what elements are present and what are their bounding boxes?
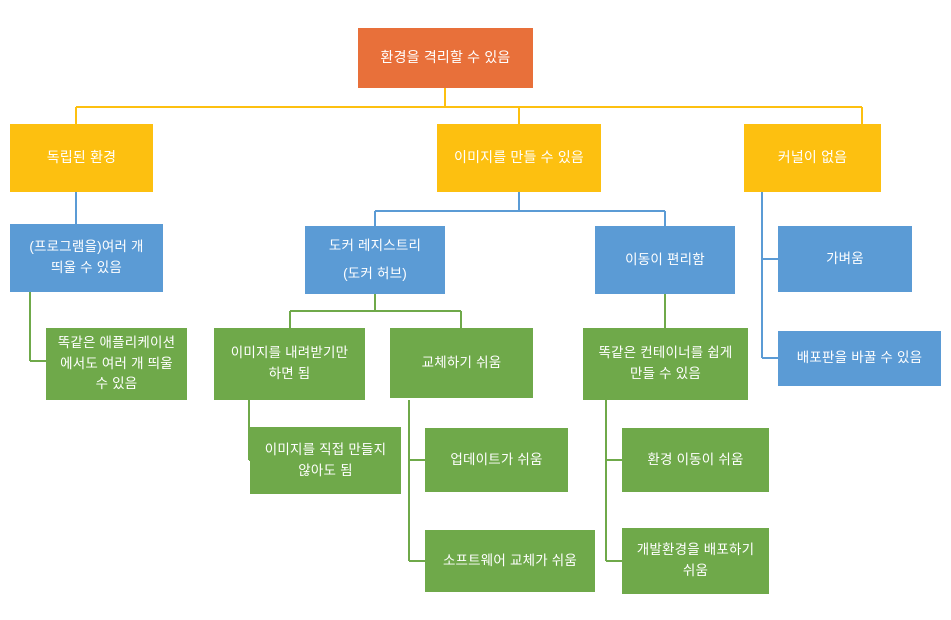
node-same-app-multi-line2: 에서도 여러 개 띄울	[60, 355, 173, 371]
node-root[interactable]: 환경을 격리할 수 있음	[358, 28, 533, 88]
node-easy-to-replace-label: 교체하기 쉬움	[421, 354, 502, 370]
node-download-image-only-line2: 하면 됨	[268, 366, 311, 381]
node-download-image-only[interactable]: 이미지를 내려받기만 하면 됨	[214, 328, 365, 400]
node-isolated-env-label: 독립된 환경	[46, 149, 117, 166]
node-same-app-multi-line1: 똑같은 애플리케이션	[57, 334, 176, 350]
node-easy-to-replace[interactable]: 교체하기 쉬움	[390, 328, 533, 398]
node-easy-dev-env-deploy-line1: 개발환경을 배포하기	[636, 542, 755, 558]
node-easy-software-replace[interactable]: 소프트웨어 교체가 쉬움	[425, 530, 595, 592]
node-no-kernel-label: 커널이 없음	[777, 149, 848, 166]
node-docker-registry-line2: (도커 허브)	[343, 266, 407, 281]
node-easy-dev-env-deploy[interactable]: 개발환경을 배포하기 쉬움	[622, 528, 769, 594]
node-easy-to-move[interactable]: 이동이 편리함	[595, 226, 735, 294]
node-easy-update[interactable]: 업데이트가 쉬움	[425, 428, 568, 492]
node-easy-env-move-label: 환경 이동이 쉬움	[647, 451, 744, 467]
node-no-manual-image-build[interactable]: 이미지를 직접 만들지 않아도 됨	[250, 427, 401, 494]
node-docker-registry-line1: 도커 레지스트리	[328, 237, 422, 253]
node-multi-programs-line1: (프로그램을)여러 개	[29, 239, 144, 255]
node-lightweight[interactable]: 가벼움	[778, 226, 912, 292]
node-easy-env-move[interactable]: 환경 이동이 쉬움	[622, 428, 769, 492]
node-isolated-env[interactable]: 독립된 환경	[10, 124, 153, 192]
node-no-manual-image-build-line1: 이미지를 직접 만들지	[264, 441, 387, 457]
node-easy-update-label: 업데이트가 쉬움	[450, 451, 543, 467]
node-multi-programs-line2: 띄울 수 있음	[50, 260, 122, 275]
node-same-container-easy[interactable]: 똑같은 컨테이너를 쉽게 만들 수 있음	[583, 328, 748, 400]
node-same-container-easy-line1: 똑같은 컨테이너를 쉽게	[598, 345, 733, 361]
node-same-app-multi[interactable]: 똑같은 애플리케이션 에서도 여러 개 띄울 수 있음	[46, 328, 187, 400]
node-no-kernel[interactable]: 커널이 없음	[744, 124, 881, 192]
node-same-container-easy-line2: 만들 수 있음	[629, 366, 701, 381]
node-docker-registry[interactable]: 도커 레지스트리 (도커 허브)	[305, 226, 445, 294]
node-download-image-only-line1: 이미지를 내려받기만	[230, 345, 349, 361]
node-multi-programs[interactable]: (프로그램을)여러 개 띄울 수 있음	[10, 224, 163, 292]
node-lightweight-label: 가벼움	[826, 250, 864, 266]
node-change-distro-label: 배포판을 바꿀 수 있음	[796, 350, 923, 366]
node-can-make-image-label: 이미지를 만들 수 있음	[454, 149, 584, 166]
node-can-make-image[interactable]: 이미지를 만들 수 있음	[437, 124, 601, 192]
node-same-app-multi-line3: 수 있음	[95, 376, 138, 392]
node-change-distro[interactable]: 배포판을 바꿀 수 있음	[778, 331, 941, 386]
node-no-manual-image-build-line2: 않아도 됨	[298, 462, 353, 478]
node-easy-to-move-label: 이동이 편리함	[625, 251, 705, 267]
node-root-label: 환경을 격리할 수 있음	[380, 49, 511, 66]
node-easy-software-replace-label: 소프트웨어 교체가 쉬움	[442, 552, 578, 568]
node-easy-dev-env-deploy-line2: 쉬움	[682, 563, 709, 578]
